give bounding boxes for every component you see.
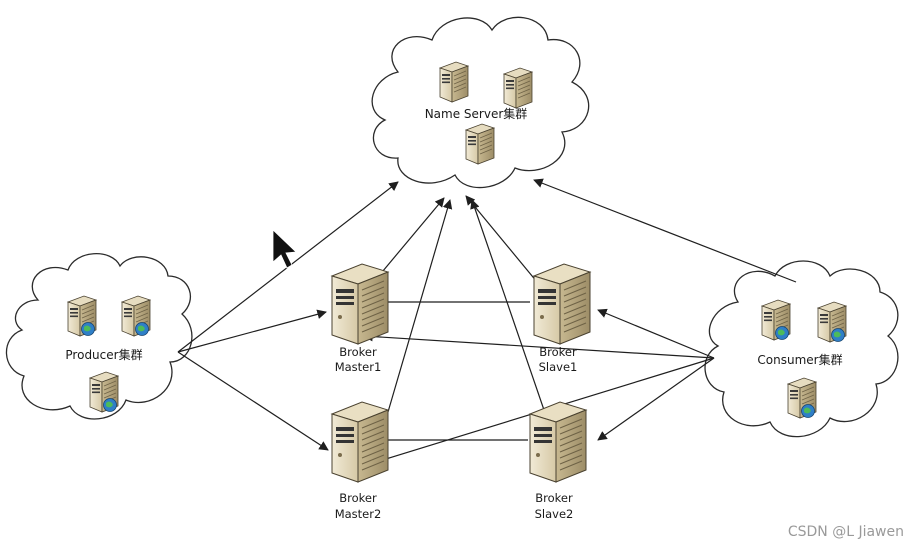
consumer-label: Consumer集群 [757, 352, 842, 367]
name-server-cloud [371, 16, 590, 189]
edge-producer-master1 [177, 309, 327, 353]
edge-consumer-slave2 [597, 357, 715, 441]
edge-consumer-nameserver [533, 178, 797, 283]
watermark: CSDN @L Jiawen [788, 524, 904, 540]
consumer-server-icon-1 [762, 300, 790, 340]
consumer-server-icon-3 [788, 378, 816, 418]
mouse-cursor-icon [272, 229, 297, 269]
producer-server-icon-2 [122, 296, 150, 336]
name-server-icon-1 [439, 61, 469, 103]
name-server-icon-3 [465, 123, 495, 165]
producer-cloud [5, 253, 193, 420]
edge-slave2-nameserver [470, 199, 545, 411]
broker-master1-icon [331, 263, 389, 345]
broker-master2-line2: Master2 [335, 507, 382, 521]
edge-consumer-master1 [363, 331, 715, 359]
name-server-label: Name Server集群 [425, 106, 528, 121]
broker-master2-line1: Broker [339, 491, 377, 505]
producer-server-icon-3 [90, 372, 118, 412]
broker-master1-line2: Master1 [335, 360, 382, 374]
broker-slave2-icon [529, 401, 587, 483]
edge-slave1-nameserver [465, 195, 543, 289]
consumer-server-icon-2 [818, 302, 846, 342]
producer-server-icon-1 [68, 296, 96, 336]
name-server-icon-2 [503, 67, 533, 109]
broker-master1-line1: Broker [339, 345, 377, 359]
broker-slave1-icon [533, 263, 591, 345]
edge-consumer-slave1 [597, 308, 715, 359]
edge-master2-nameserver [387, 199, 453, 413]
broker-slave2-line2: Slave2 [535, 507, 574, 521]
broker-slave1-line2: Slave1 [539, 360, 578, 374]
edge-producer-master2 [177, 351, 329, 451]
producer-label: Producer集群 [65, 347, 142, 362]
broker-slave2-line1: Broker [535, 491, 573, 505]
broker-master2-icon [331, 401, 389, 483]
consumer-cloud [704, 260, 899, 438]
broker-slave1-line1: Broker [539, 345, 577, 359]
